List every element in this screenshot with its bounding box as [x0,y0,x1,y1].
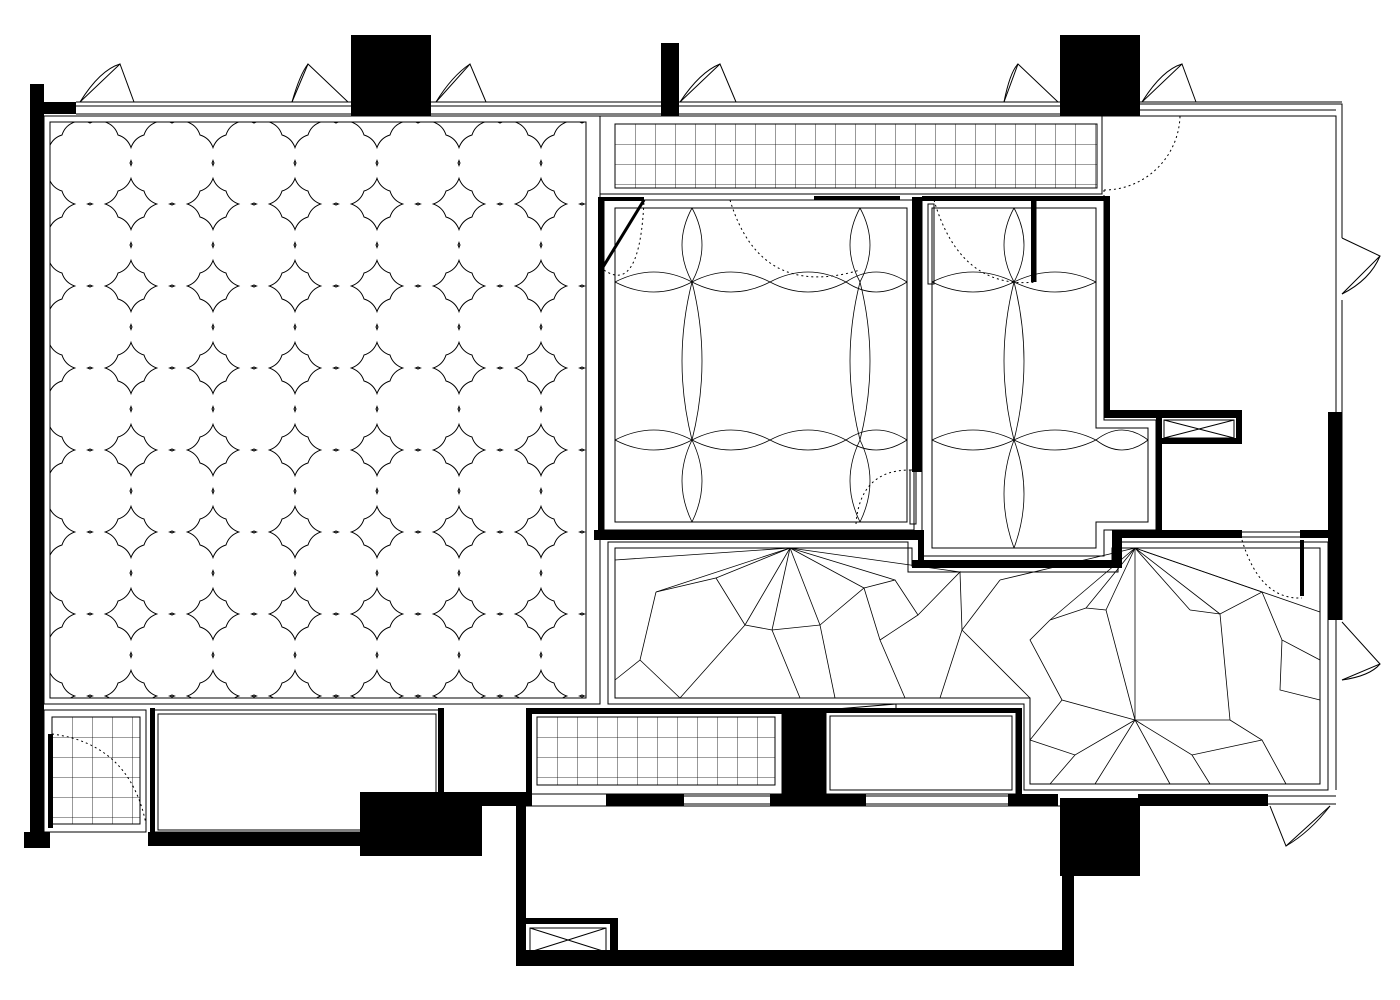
room-bath-small [43,709,147,833]
room-top-strip [599,115,1103,195]
walls [24,35,1342,966]
room-living [43,115,601,705]
door-symbols [51,63,1381,847]
windows [76,101,1343,805]
room-bedroom-1 [603,199,915,531]
room-bedroom-2 [921,199,1157,557]
room-entry [1102,103,1343,538]
room-balcony [523,805,1067,959]
shaft-symbols [529,419,1235,953]
room-lower-hall [607,541,1329,791]
room-kitchen [529,709,783,795]
room-bath-box [825,711,1017,795]
